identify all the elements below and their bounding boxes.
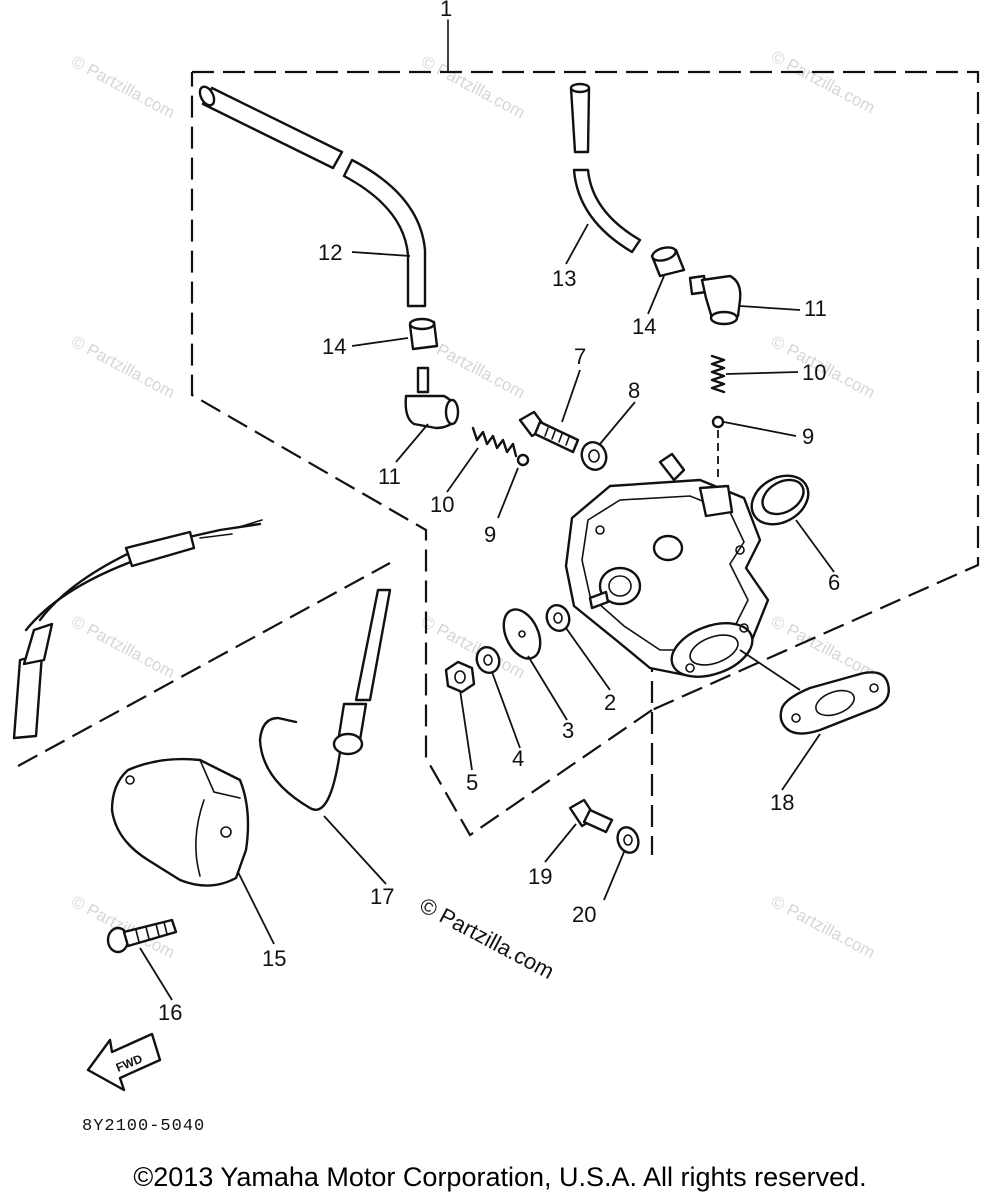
seal-6: [750, 474, 810, 526]
assembly-boundary: [17, 19, 980, 855]
callout-10-left: 10: [430, 492, 454, 517]
callout-10-right: 10: [802, 360, 826, 385]
callout-7: 7: [574, 344, 586, 369]
callout-11-left: 11: [378, 464, 401, 489]
oil-pump-body: [564, 452, 770, 678]
nut-5: [444, 660, 476, 694]
callout-16: 16: [158, 1000, 182, 1025]
watermark: © Partzilla.com: [68, 332, 178, 403]
forward-arrow-icon: FWD: [86, 1032, 162, 1092]
callouts: 1 12 13 14 14 11 7 8 10 9 11 10 9 6 2 3 …: [158, 0, 840, 1025]
callout-14-right: 14: [632, 314, 656, 339]
clamp-14-right: [650, 246, 686, 278]
elbow-11-right: [688, 274, 742, 326]
copyright-text: ©2013 Yamaha Motor Corporation, U.S.A. A…: [133, 1162, 866, 1192]
washer-20: [616, 826, 640, 854]
watermark: © Partzilla.com: [768, 612, 878, 683]
bolt-19: [568, 798, 614, 834]
callout-17: 17: [370, 884, 394, 909]
callout-15: 15: [262, 946, 286, 971]
callout-11-right: 11: [804, 296, 827, 321]
gasket-18: [779, 671, 890, 735]
washer-2: [545, 604, 571, 632]
spring-10-left: [471, 426, 518, 458]
spring-10-right: [710, 354, 726, 394]
callout-18: 18: [770, 790, 794, 815]
part-code: 8Y2100-5040: [82, 1117, 205, 1136]
cable-17: [258, 588, 392, 811]
callout-20: 20: [572, 902, 596, 927]
callout-3: 3: [562, 718, 574, 743]
cover-15: [110, 757, 250, 887]
callout-13: 13: [552, 266, 576, 291]
clamp-14-left: [408, 317, 439, 351]
watermark: © Partzilla.com: [418, 52, 528, 123]
watermark: © Partzilla.com: [768, 892, 878, 963]
callout-9-right: 9: [802, 424, 814, 449]
callout-19: 19: [528, 864, 552, 889]
hose-13: [569, 82, 642, 254]
callout-1: 1: [440, 0, 452, 21]
callout-6: 6: [828, 570, 840, 595]
callout-12: 12: [318, 240, 342, 265]
ball-9-right: [711, 415, 725, 429]
callout-5: 5: [466, 770, 478, 795]
watermark: © Partzilla.com: [68, 52, 178, 123]
callout-9-left: 9: [484, 522, 496, 547]
elbow-11-left: [404, 366, 460, 430]
screw-16: [106, 918, 178, 954]
center-watermark: © Partzilla.com: [416, 892, 559, 984]
callout-4: 4: [512, 746, 524, 771]
leader-lines: [139, 223, 835, 1001]
callout-8: 8: [628, 378, 640, 403]
callout-2: 2: [604, 690, 616, 715]
callout-14-left: 14: [322, 334, 346, 359]
washer-8: [580, 441, 608, 471]
ball-9-left: [516, 453, 530, 467]
hose-12: [198, 85, 427, 308]
watermark: © Partzilla.com: [768, 47, 878, 118]
control-cable: [12, 519, 263, 740]
watermark: © Partzilla.com: [68, 612, 178, 683]
bolt-7: [518, 410, 580, 454]
plate-3: [502, 608, 542, 660]
